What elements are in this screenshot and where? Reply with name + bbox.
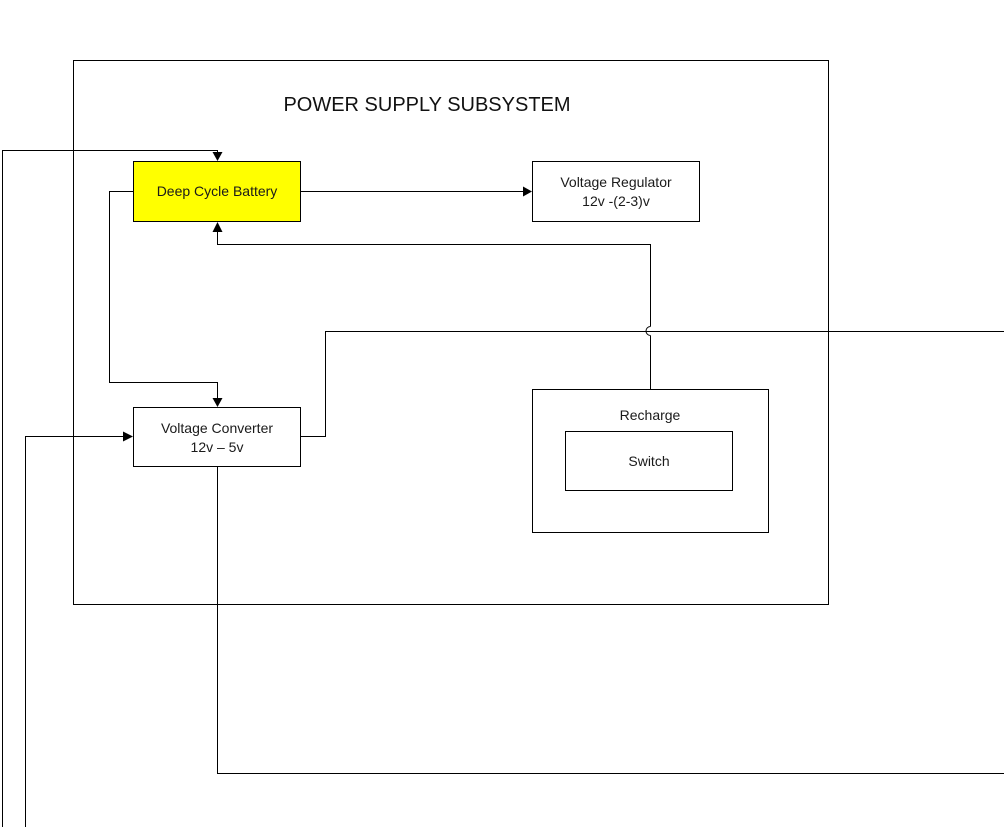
regulator-voltage: 12v -(2-3)v — [582, 193, 650, 209]
converter-label: Voltage Converter — [161, 420, 273, 436]
battery-box — [133, 161, 301, 222]
regulator-label: Voltage Regulator — [560, 174, 672, 190]
arrowhead-into-battery-bottom — [212, 222, 223, 232]
battery-label: Deep Cycle Battery — [157, 183, 278, 199]
converter-box — [133, 407, 301, 467]
switch-box — [565, 431, 733, 491]
connector-external-to-converter — [25, 436, 124, 827]
converter-voltage: 12v – 5v — [191, 439, 244, 455]
converter-node: Voltage Converter 12v – 5v — [133, 407, 301, 467]
switch-label: Switch — [628, 453, 669, 469]
recharge-node: Recharge Switch — [532, 389, 769, 533]
connector-converter-output-bottom — [217, 467, 1004, 774]
connector-converter-output-right — [301, 331, 1004, 437]
arrowhead-into-converter-top — [212, 398, 223, 407]
arrowhead-into-battery-top — [212, 152, 223, 161]
connector-external-to-battery — [2, 150, 218, 827]
diagram-title: POWER SUPPLY SUBSYSTEM — [283, 94, 570, 116]
connector-recharge-to-battery-upper — [217, 231, 651, 327]
recharge-label: Recharge — [620, 407, 681, 423]
connector-battery-to-converter — [109, 191, 218, 399]
arrowhead-into-regulator — [523, 186, 532, 197]
battery-node: Deep Cycle Battery — [133, 161, 301, 222]
arrowhead-into-converter-left — [123, 431, 133, 442]
regulator-node: Voltage Regulator 12v -(2-3)v — [532, 161, 700, 222]
regulator-box — [532, 161, 700, 222]
